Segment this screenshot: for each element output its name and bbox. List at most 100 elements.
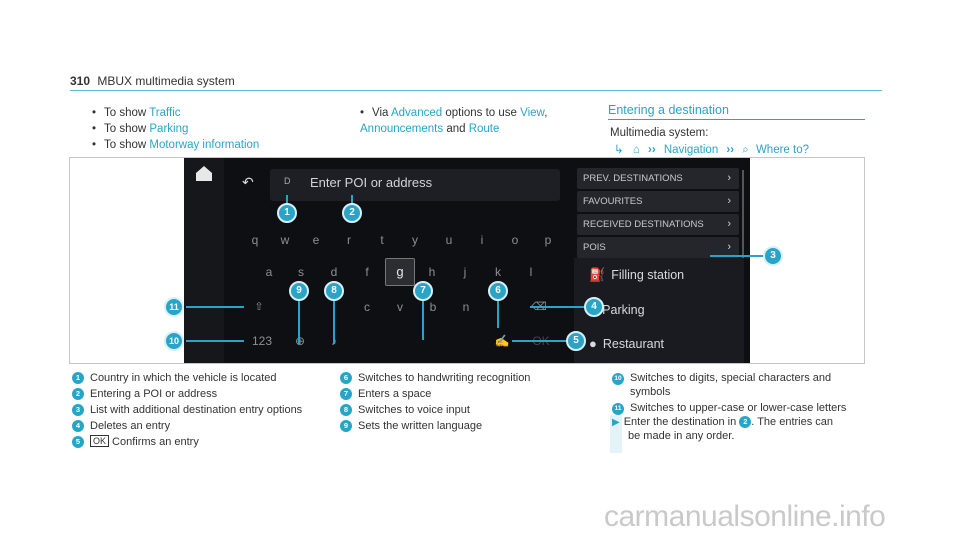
header-rule — [70, 90, 882, 91]
callout-line — [512, 340, 568, 342]
key[interactable]: f — [365, 265, 369, 279]
bullet-list-col1: •To show Traffic •To show Parking •To sh… — [92, 105, 259, 153]
callout-2: 2 — [342, 203, 362, 223]
callout-8: 8 — [324, 281, 344, 301]
link-advanced[interactable]: Advanced — [390, 107, 443, 119]
left-rail — [184, 158, 224, 363]
list-item-favourites[interactable]: FAVOURITES› — [577, 191, 739, 212]
callout-9: 9 — [289, 281, 309, 301]
callout-line — [333, 300, 335, 344]
key[interactable]: q — [251, 233, 259, 247]
callout-1: 1 — [277, 203, 297, 223]
key[interactable]: d — [330, 265, 338, 279]
key[interactable]: j — [463, 265, 467, 279]
bullet-item: •Via Advanced options to use View, — [360, 107, 548, 119]
key[interactable]: c — [364, 300, 370, 314]
link-motorway-information[interactable]: Motorway information — [149, 139, 260, 151]
bullet-item: •To show Parking — [92, 123, 189, 135]
instruction-marker-bg — [610, 415, 622, 453]
fuel-pump-icon: ⛽ — [589, 267, 606, 282]
path-where-to: Where to? — [755, 144, 810, 156]
key-123[interactable]: 123 — [251, 334, 273, 348]
key[interactable]: k — [495, 265, 501, 279]
globe-icon[interactable]: ⊕ — [294, 334, 306, 348]
callout-10: 10 — [164, 331, 184, 351]
key[interactable]: y — [412, 233, 418, 247]
play-triangle-icon: ▶ — [612, 417, 620, 428]
link-view[interactable]: View — [520, 107, 545, 119]
key-highlighted[interactable]: g — [385, 258, 415, 286]
callout-line — [298, 300, 300, 344]
scrollbar[interactable] — [742, 170, 744, 300]
key[interactable]: i — [480, 233, 484, 247]
callout-11: 11 — [164, 297, 184, 317]
callout-line — [530, 306, 586, 308]
callout-line — [351, 195, 353, 204]
home-icon[interactable] — [194, 164, 214, 182]
poi-item-filling-station[interactable]: ⛽Filling station — [589, 267, 685, 282]
entry-field-bg[interactable] — [270, 169, 560, 201]
key[interactable]: t — [380, 233, 384, 247]
search-icon: ⌕ — [742, 144, 749, 156]
callout-7: 7 — [413, 281, 433, 301]
figure-frame — [69, 157, 865, 364]
callout-3: 3 — [763, 246, 783, 266]
callout-line — [497, 300, 499, 328]
key[interactable]: r — [347, 233, 351, 247]
key[interactable]: h — [428, 265, 436, 279]
link-parking[interactable]: Parking — [149, 123, 189, 135]
key[interactable]: l — [529, 265, 533, 279]
key[interactable]: b — [429, 300, 437, 314]
multimedia-label: Multimedia system: — [610, 127, 709, 139]
key[interactable]: p — [544, 233, 552, 247]
instruction-line: ▶Enter the destination in 2. The entries… — [612, 416, 834, 428]
chevron-right-icon: › — [727, 172, 731, 184]
path-arrow-icon: ↳ — [614, 144, 624, 156]
back-icon[interactable]: ↶ — [242, 174, 254, 190]
link-traffic[interactable]: Traffic — [149, 107, 181, 119]
callout-line — [186, 306, 244, 308]
country-code: D — [284, 176, 291, 186]
section-title: Entering a destination — [608, 103, 729, 117]
bullet-item: •To show Traffic — [92, 107, 181, 119]
list-item-prev-destinations[interactable]: PREV. DESTINATIONS› — [577, 168, 739, 189]
list-item-pois[interactable]: POIS› — [577, 237, 739, 258]
bullet-item-cont: Announcements and Route — [360, 123, 500, 135]
entry-placeholder[interactable]: Enter POI or address — [310, 175, 433, 190]
key[interactable]: v — [397, 300, 403, 314]
callout-line — [186, 340, 244, 342]
key[interactable]: e — [312, 233, 320, 247]
restaurant-icon: ● — [589, 336, 597, 351]
key[interactable]: o — [511, 233, 519, 247]
link-announcements[interactable]: Announcements — [360, 123, 444, 135]
section-rule — [608, 119, 865, 120]
path-separator-icon: ›› — [726, 144, 735, 156]
page-number: 310 — [70, 74, 91, 88]
key[interactable]: a — [265, 265, 273, 279]
key[interactable]: w — [280, 233, 290, 247]
callout-5: 5 — [566, 331, 586, 351]
handwriting-icon[interactable]: ✍ — [494, 334, 510, 348]
list-item-received-destinations[interactable]: RECEIVED DESTINATIONS› — [577, 214, 739, 235]
key[interactable]: s — [298, 265, 304, 279]
watermark: carmanualsonline.info — [604, 500, 886, 533]
bullet-list-col2: •Via Advanced options to use View, Annou… — [360, 105, 547, 137]
link-route[interactable]: Route — [468, 123, 500, 135]
poi-item-restaurant[interactable]: ●Restaurant — [589, 336, 665, 351]
chevron-right-icon: › — [727, 195, 731, 207]
page-header: 310 MBUX multimedia system — [70, 74, 235, 88]
ok-key-icon: OK — [90, 435, 110, 447]
key[interactable]: u — [445, 233, 453, 247]
key[interactable]: n — [462, 300, 470, 314]
callout-4: 4 — [584, 297, 604, 317]
shift-icon[interactable]: ⇧ — [254, 301, 264, 313]
